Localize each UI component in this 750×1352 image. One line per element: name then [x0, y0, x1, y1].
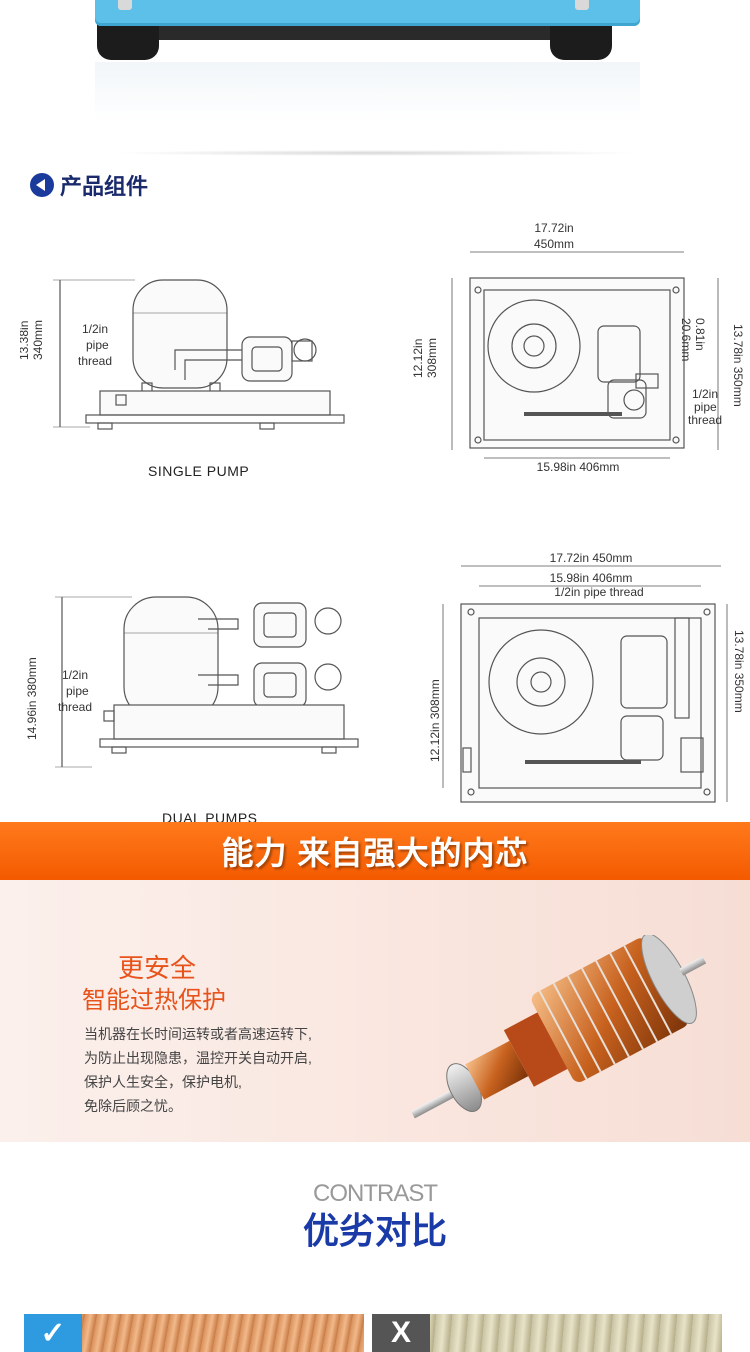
base-plate	[95, 0, 640, 26]
single-top-right-a-in: 0.81in	[693, 318, 707, 351]
single-pump-top-diagram: 17.72in 450mm 15.98in 406mm 12.12in 308m…	[412, 218, 748, 480]
base-foot-left	[97, 24, 159, 60]
feature-banner: 能力 来自强大的内芯	[0, 822, 750, 880]
dual-side-height: 14.96in 380mm	[25, 657, 39, 740]
single-top-width-mm: 450mm	[534, 237, 574, 251]
dual-pump-top-diagram: 17.72in 450mm 15.98in 406mm 1/2in pipe t…	[425, 548, 747, 816]
section-heading: 产品组件	[30, 170, 148, 200]
section-title: 产品组件	[60, 174, 149, 199]
banner-title: 能力 来自强大的内芯	[221, 835, 529, 871]
dual-top-width-outer: 17.72in 450mm	[550, 551, 633, 565]
feature-desc-line: 当机器在长时间运转或者高速运转下,	[84, 1026, 312, 1042]
base-shadow	[110, 150, 640, 156]
feature-desc-line: 为防止出现隐患，温控开关自动开启,	[84, 1050, 312, 1066]
single-top-thread-3: thread	[688, 413, 722, 427]
base-foot-right	[550, 24, 612, 60]
check-icon: ✓	[24, 1314, 82, 1352]
single-side-height-in: 13.38in	[20, 321, 31, 360]
dual-top-width-inner: 15.98in 406mm	[550, 571, 633, 585]
dual-top-thread: 1/2in pipe thread	[554, 585, 643, 599]
single-side-thread-1: 1/2in	[82, 322, 108, 336]
single-top-thread-2: pipe	[694, 400, 717, 414]
single-top-right-b: 13.78in 350mm	[731, 324, 745, 407]
dual-top-left-h: 12.12in 308mm	[428, 679, 442, 762]
single-side-height-mm: 340mm	[31, 320, 45, 360]
dual-pump-caption: DUAL PUMPS	[162, 810, 258, 822]
good-comparison-image: ✓	[24, 1314, 364, 1352]
base-underside	[150, 26, 550, 40]
single-pump-caption: SINGLE PUMP	[148, 463, 250, 479]
dual-side-thread-1: 1/2in	[62, 668, 88, 682]
single-top-width-in: 17.72in	[534, 221, 573, 235]
product-base-image	[0, 0, 750, 160]
contrast-title-en: CONTRAST	[313, 1180, 438, 1207]
feature-description: 当机器在长时间运转或者高速运转下, 为防止出现隐患，温控开关自动开启, 保护人生…	[84, 1022, 312, 1118]
feature-desc-line: 保护人生安全，保护电机,	[84, 1074, 242, 1090]
single-top-left-h-in: 12.12in	[412, 339, 425, 378]
feature-title-safe: 更安全	[118, 953, 197, 983]
feature-title-protect: 智能过热保护	[82, 987, 226, 1014]
single-top-right-a-mm: 20.6mm	[679, 318, 693, 361]
bolt-left	[118, 0, 132, 10]
single-top-thread-1: 1/2in	[692, 387, 718, 401]
overheat-protection-panel: 更安全 智能过热保护 当机器在长时间运转或者高速运转下, 为防止出现隐患，温控开…	[0, 880, 750, 1142]
base-reflection	[95, 62, 640, 122]
single-top-left-h-mm: 308mm	[425, 338, 439, 378]
feature-desc-line: 免除后顾之忧。	[84, 1098, 182, 1114]
bad-comparison-image: X	[372, 1314, 722, 1352]
bolt-right	[575, 0, 589, 10]
single-top-bottom-width: 15.98in 406mm	[537, 460, 620, 474]
cross-icon: X	[372, 1314, 430, 1352]
single-side-thread-3: thread	[78, 354, 112, 368]
dual-pump-side-diagram: 14.96in 380mm 1/2in pipe thread	[22, 585, 362, 790]
contrast-title-cn: 优劣对比	[302, 1210, 447, 1251]
dual-side-thread-2: pipe	[66, 684, 89, 698]
arrow-left-icon	[30, 173, 54, 197]
dual-top-right-h: 13.78in 350mm	[732, 630, 746, 713]
motor-armature-image	[395, 933, 725, 1142]
single-pump-side-diagram: 13.38in 340mm 1/2in pipe thread	[20, 255, 360, 445]
single-side-thread-2: pipe	[86, 338, 109, 352]
dual-side-thread-3: thread	[58, 700, 92, 714]
